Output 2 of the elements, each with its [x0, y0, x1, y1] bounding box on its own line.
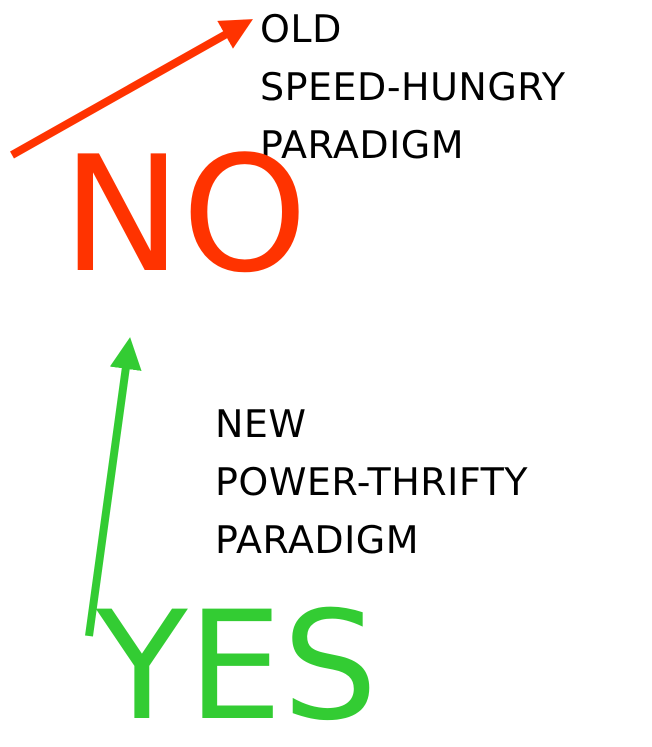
paradigm-text: NEW POWER-THRIFTY PARADIGM: [215, 401, 528, 564]
accepted-label: YES: [96, 592, 378, 742]
